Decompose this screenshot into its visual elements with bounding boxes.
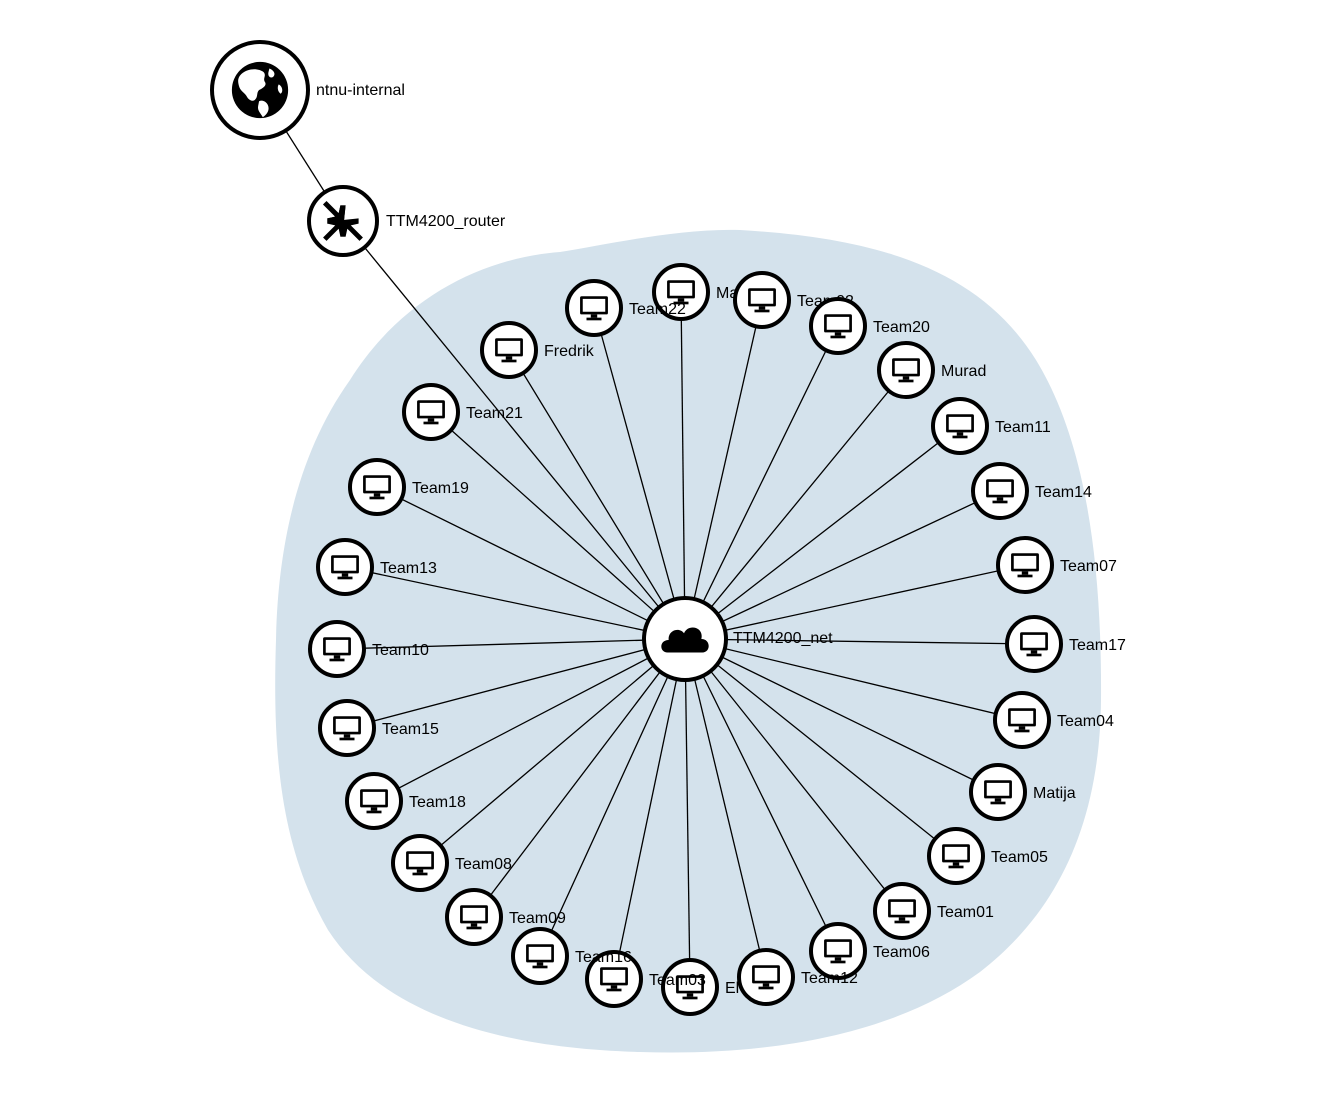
host-node[interactable]: Team20 (809, 297, 930, 355)
link-network-host (373, 638, 686, 802)
link-network-host (684, 638, 957, 857)
link-network-host (473, 638, 686, 918)
external-network-node[interactable]: ntnu-internal (210, 40, 405, 140)
link-network-host (593, 307, 686, 640)
link-network-host (613, 638, 686, 980)
host-node[interactable]: Team08 (391, 834, 512, 892)
link-network-host (684, 490, 1001, 640)
host-label: Team03 (649, 972, 706, 989)
router-label: TTM4200_router (386, 213, 506, 230)
link-network-host (684, 638, 691, 988)
host-label: Team13 (380, 560, 437, 577)
host-node[interactable]: Team06 (809, 922, 930, 980)
host-node[interactable]: Team18 (345, 772, 466, 830)
link-network-host (684, 369, 907, 640)
host-node[interactable]: Team17 (1005, 615, 1126, 673)
host-label: Team06 (873, 944, 930, 961)
host-node[interactable]: Team22 (565, 279, 686, 337)
host-node[interactable]: Team16 (511, 927, 632, 985)
link-router-network (342, 220, 686, 640)
host-node[interactable]: Team12 (737, 948, 858, 1006)
link-network-host (684, 299, 763, 640)
host-label: Team08 (455, 856, 512, 873)
link-network-host (684, 638, 839, 952)
host-label: Team04 (1057, 713, 1114, 730)
link-network-host (430, 411, 686, 640)
host-node[interactable]: Team03 (585, 950, 706, 1008)
host-label: Team22 (629, 301, 686, 318)
host-node[interactable]: El (661, 958, 739, 1016)
host-label: Team18 (409, 794, 466, 811)
host-label: Ma (716, 285, 738, 302)
link-network-host (376, 486, 686, 640)
host-label: Team20 (873, 319, 930, 336)
host-label: Team09 (509, 910, 566, 927)
host-label: Team01 (937, 904, 994, 921)
host-label: Murad (941, 363, 986, 380)
network-label: TTM4200_net (733, 630, 833, 647)
host-label: Team07 (1060, 558, 1117, 575)
host-node[interactable]: Team15 (318, 699, 439, 757)
host-label: Team14 (1035, 484, 1092, 501)
host-label: Fredrik (544, 343, 595, 360)
host-node[interactable]: Fredrik (480, 321, 595, 379)
external-network-label: ntnu-internal (316, 82, 405, 99)
link-network-host (684, 564, 1026, 640)
host-node[interactable]: Team19 (348, 458, 469, 516)
host-node[interactable]: Ma (652, 263, 738, 321)
host-node[interactable]: Team05 (927, 827, 1048, 885)
host-node[interactable]: Matija (969, 763, 1076, 821)
network-node[interactable]: TTM4200_net (642, 596, 833, 682)
link-network-host (684, 638, 1035, 645)
host-label: Team21 (466, 405, 523, 422)
host-node[interactable]: Team07 (996, 536, 1117, 594)
link-network-host (684, 638, 1023, 721)
link-network-host (684, 638, 903, 912)
host-node[interactable]: Team11 (931, 397, 1051, 455)
globe-icon (231, 61, 289, 119)
link-network-host (539, 638, 686, 957)
host-node[interactable]: Team10 (308, 620, 429, 678)
host-node[interactable]: Murad (877, 341, 986, 399)
links-layer (259, 89, 1035, 988)
host-label: Matija (1033, 785, 1076, 802)
host-label: El (725, 980, 739, 997)
link-network-host (684, 638, 767, 978)
host-node[interactable]: Team21 (402, 383, 523, 441)
link-network-host (344, 566, 686, 640)
nodes-layer: ntnu-internal TTM4200_router MaTeam02Tea… (210, 40, 1126, 1016)
host-label: Team17 (1069, 637, 1126, 654)
link-network-host (684, 638, 999, 793)
host-node[interactable]: Team01 (873, 882, 994, 940)
host-label: Team19 (412, 480, 469, 497)
hosts-group: MaTeam02Team20MuradTeam11Team14Team07Tea… (308, 263, 1126, 1016)
host-label: Team12 (801, 970, 858, 987)
host-label: Team15 (382, 721, 439, 738)
link-network-host (508, 349, 686, 640)
link-network-host (684, 325, 839, 640)
host-label: Team10 (372, 642, 429, 659)
host-node[interactable]: Team04 (993, 691, 1114, 749)
link-network-host (680, 291, 686, 640)
host-node[interactable]: Team14 (971, 462, 1092, 520)
host-node[interactable]: Team09 (445, 888, 566, 946)
host-label: Team16 (575, 949, 632, 966)
link-network-host (346, 638, 686, 729)
host-label: Team05 (991, 849, 1048, 866)
host-label: Team11 (995, 419, 1051, 436)
host-node[interactable]: Team13 (316, 538, 437, 596)
router-node[interactable]: TTM4200_router (307, 185, 506, 257)
link-network-host (336, 638, 686, 650)
link-network-host (684, 425, 961, 640)
link-network-host (419, 638, 686, 864)
